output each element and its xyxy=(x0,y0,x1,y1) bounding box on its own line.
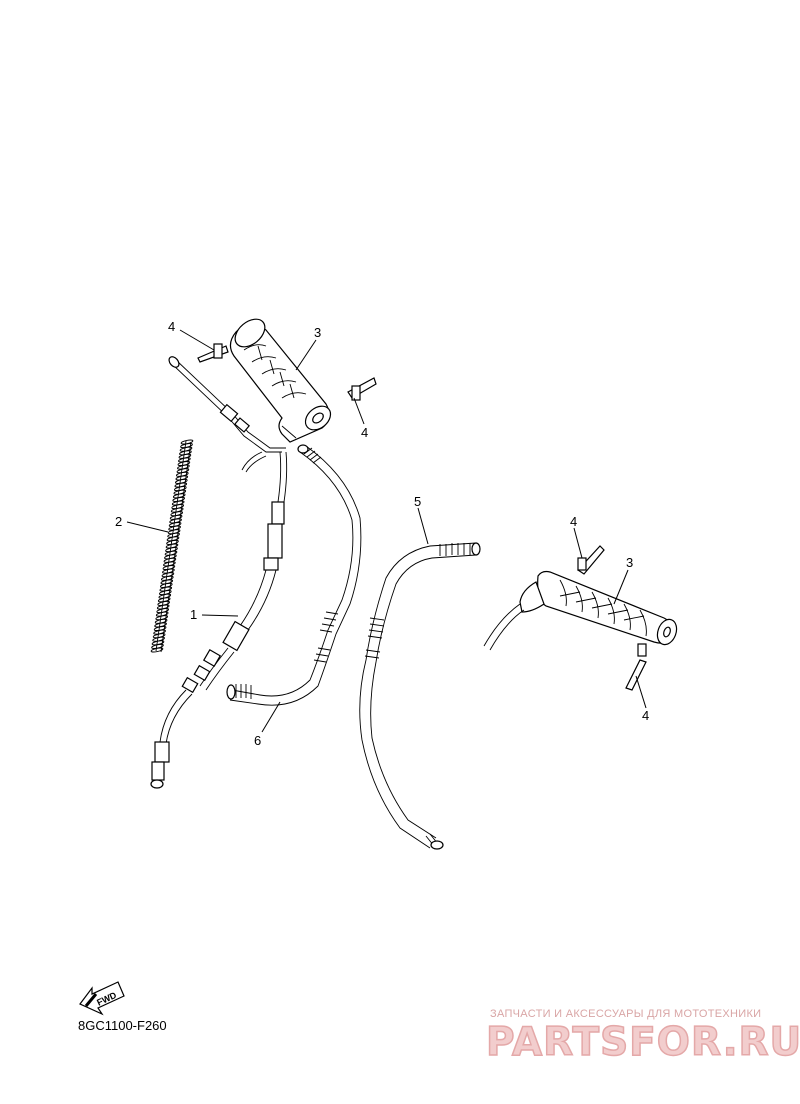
callout-6: 6 xyxy=(254,733,261,748)
part-4-clamp-left-b xyxy=(347,377,377,401)
diagram-code: 8GC1100-F260 xyxy=(78,1018,167,1033)
fwd-arrow: FWD xyxy=(79,981,125,1016)
part-1-cable xyxy=(150,356,288,789)
callout-2: 2 xyxy=(115,514,122,529)
part-4-clamp-left-a xyxy=(197,343,229,363)
watermark-logo: PARTSFOR.RU xyxy=(485,1019,800,1066)
callouts: 4 3 4 2 1 5 4 3 4 6 xyxy=(115,319,649,748)
part-3-grip-left xyxy=(229,318,332,443)
callout-4: 4 xyxy=(570,514,577,529)
callout-4: 4 xyxy=(642,708,649,723)
watermark-tagline: ЗАПЧАСТИ И АКСЕССУАРЫ ДЛЯ МОТОТЕХНИКИ xyxy=(490,1008,762,1020)
part-2-spring xyxy=(150,439,194,653)
leader-lines xyxy=(126,329,647,733)
callout-3: 3 xyxy=(314,325,321,340)
part-3-grip-right xyxy=(483,570,678,651)
part-5-handlebar-tube xyxy=(359,542,481,850)
callout-1: 1 xyxy=(190,607,197,622)
callout-3: 3 xyxy=(626,555,633,570)
part-4-clamp-right-b xyxy=(625,643,647,691)
callout-4: 4 xyxy=(361,425,368,440)
callout-4: 4 xyxy=(168,319,175,334)
callout-5: 5 xyxy=(414,494,421,509)
part-6-handlebar-tube xyxy=(226,444,362,706)
part-4-clamp-right-a xyxy=(577,545,605,575)
